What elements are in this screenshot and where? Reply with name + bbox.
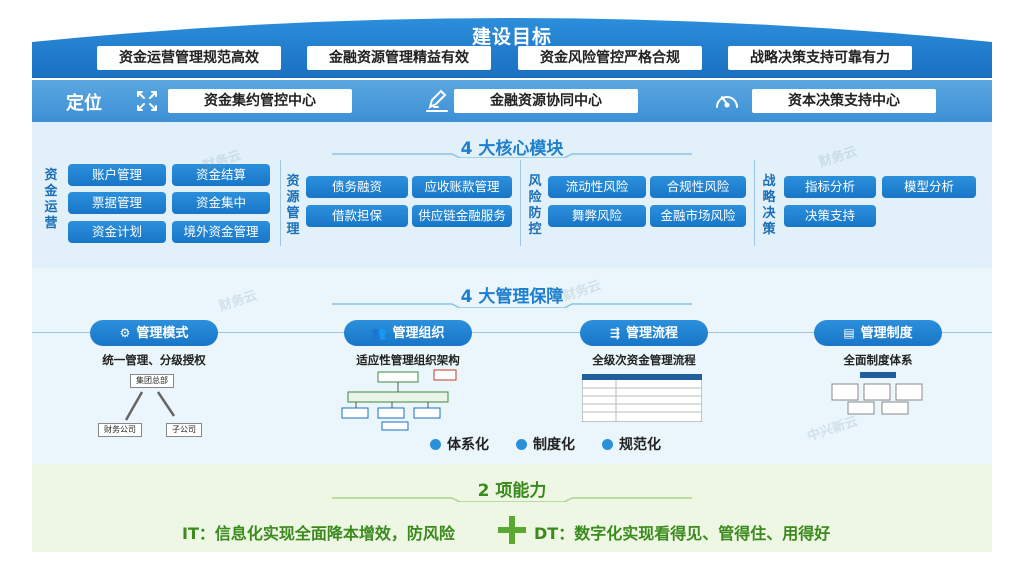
- module-chip: 资金结算: [172, 164, 270, 186]
- module-label-resource: 资源管理: [286, 174, 300, 237]
- module-divider: [280, 160, 281, 246]
- org-node-hq: 集团总部: [130, 374, 174, 388]
- capability-dt: DT：数字化实现看得见、管得住、用得好: [534, 524, 831, 543]
- capability-it: IT：信息化实现全面降本增效，防风险: [182, 524, 455, 543]
- title-underline: [332, 153, 692, 158]
- mgmt-mode-sub: 统一管理、分级授权: [102, 353, 206, 367]
- core-modules-section: 4 大核心模块 资金运营 账户管理 资金结算 票据管理 资金集中 资金计划 境外…: [32, 122, 992, 268]
- module-chip: 决策支持: [784, 205, 876, 227]
- management-title: 4 大管理保障: [460, 287, 564, 307]
- module-chip: 模型分析: [882, 176, 976, 198]
- flow-table-diagram: [582, 374, 702, 422]
- people-icon: 👥: [371, 326, 387, 340]
- management-section: 4 大管理保障 ⚙管理模式 统一管理、分级授权 👥管理组织 适应性管理组织架构 …: [32, 268, 992, 464]
- positioning-band: 定位 资金集约管控中心 金融资源协同中心 资本决策支持中心: [32, 80, 992, 122]
- module-chip: 流动性风险: [548, 176, 646, 198]
- mgmt-rule-pill: ▤管理制度: [814, 320, 942, 346]
- goal-item: 资金运营管理规范高效: [97, 46, 281, 70]
- pen-check-icon: [426, 89, 448, 112]
- org-node-finance: 财务公司: [98, 423, 142, 437]
- document-icon: ▤: [843, 326, 855, 340]
- positioning-item: 资金集约管控中心: [168, 89, 352, 113]
- feature-item: 体系化: [430, 434, 489, 454]
- module-chip: 应收账款管理: [412, 176, 512, 198]
- plus-icon: [498, 516, 526, 544]
- mgmt-rule-sub: 全面制度体系: [843, 353, 913, 367]
- rule-stack-diagram: [831, 372, 923, 415]
- mode-icon: ⚙: [119, 326, 131, 340]
- goal-item: 战略决策支持可靠有力: [728, 46, 912, 70]
- flow-icon: ⇶: [609, 326, 621, 340]
- mgmt-flow-pill: ⇶管理流程: [580, 320, 708, 346]
- module-chip: 票据管理: [68, 192, 166, 214]
- mgmt-flow-sub: 全级次资金管理流程: [592, 353, 696, 367]
- goal-item: 金融资源管理精益有效: [307, 46, 491, 70]
- feature-item: 制度化: [516, 434, 575, 454]
- watermark: 财务云: [817, 144, 859, 171]
- module-label-fund-operation: 资金运营: [44, 168, 58, 231]
- positioning-title: 定位: [66, 93, 102, 114]
- module-chip: 供应链金融服务: [412, 205, 512, 227]
- mgmt-mode-pill: ⚙管理模式: [90, 320, 218, 346]
- title-underline: [332, 303, 692, 308]
- module-chip: 债务融资: [306, 176, 408, 198]
- module-chip: 资金计划: [68, 221, 166, 243]
- org-chart-diagram: [341, 369, 457, 431]
- goals-title: 建设目标: [471, 26, 552, 48]
- org-arrows: [124, 391, 176, 421]
- core-title: 4 大核心模块: [460, 139, 564, 159]
- module-chip: 资金集中: [172, 192, 270, 214]
- goal-item: 资金风险管控严格合规: [518, 46, 702, 70]
- watermark: 财务云: [217, 288, 259, 315]
- module-divider: [754, 160, 755, 246]
- module-chip: 境外资金管理: [172, 221, 270, 243]
- module-chip: 账户管理: [68, 164, 166, 186]
- module-chip: 指标分析: [784, 176, 876, 198]
- module-divider: [520, 160, 521, 246]
- positioning-item: 资本决策支持中心: [752, 89, 936, 113]
- module-chip: 舞弊风险: [548, 205, 646, 227]
- mgmt-org-sub: 适应性管理组织架构: [356, 353, 460, 367]
- gauge-icon: [716, 96, 738, 108]
- feature-item: 规范化: [602, 434, 661, 454]
- title-underline: [332, 497, 692, 502]
- module-chip: 借款担保: [306, 205, 408, 227]
- org-node-sub: 子公司: [166, 423, 202, 437]
- module-label-risk: 风险防控: [528, 174, 542, 237]
- module-chip: 金融市场风险: [650, 205, 746, 227]
- scatter-arrows-icon: [137, 91, 157, 111]
- module-label-strategy: 战略决策: [762, 174, 776, 237]
- section-line: [32, 332, 992, 333]
- capability-section: 2 项能力 IT：信息化实现全面降本增效，防风险 DT：数字化实现看得见、管得住…: [32, 464, 992, 552]
- positioning-item: 金融资源协同中心: [454, 89, 638, 113]
- module-chip: 合规性风险: [650, 176, 746, 198]
- capability-title: 2 项能力: [477, 481, 547, 501]
- mgmt-org-pill: 👥管理组织: [344, 320, 472, 346]
